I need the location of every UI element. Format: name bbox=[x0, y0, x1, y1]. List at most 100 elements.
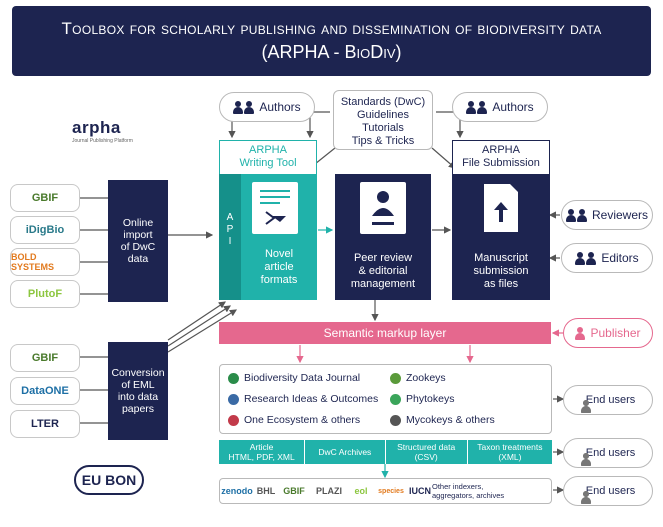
standards-line-1: Standards (DwC) bbox=[340, 96, 426, 108]
journal-bdj: Biodiversity Data Journal bbox=[228, 372, 360, 384]
journal-rio-label: Research Ideas & Outcomes bbox=[244, 393, 379, 405]
standards-line-3: Tutorials bbox=[362, 122, 404, 134]
file-submission-header: ARPHA File Submission bbox=[452, 140, 550, 174]
format-taxon-2: (XML) bbox=[498, 452, 522, 462]
editors-label: Editors bbox=[601, 251, 639, 265]
file-submission-title-1: ARPHA bbox=[482, 144, 520, 156]
zookeys-logo-icon bbox=[390, 372, 401, 384]
online-import-box: Online import of DwC data bbox=[108, 180, 168, 302]
phytokeys-logo-icon bbox=[390, 393, 401, 405]
standards-line-2: Guidelines bbox=[357, 109, 409, 121]
semantic-markup-layer: Semantic markup layer bbox=[219, 322, 551, 344]
conversion-line-3: into data bbox=[117, 391, 159, 403]
file-submission-caption-2: submission bbox=[473, 265, 529, 277]
file-submission-caption: Manuscript submission as files bbox=[452, 252, 550, 291]
writing-tool-caption: Novel article formats bbox=[243, 248, 315, 287]
writing-tool-title-1: ARPHA bbox=[249, 144, 287, 156]
end-users-pill-2: End users bbox=[563, 438, 653, 468]
peer-review-caption-1: Peer review bbox=[353, 252, 413, 264]
conversion-line-2: of EML bbox=[121, 379, 155, 391]
publisher-icon bbox=[575, 326, 586, 340]
conversion-line-4: papers bbox=[121, 403, 155, 415]
publisher-label: Publisher bbox=[590, 326, 641, 340]
format-structured-2: (CSV) bbox=[414, 452, 438, 462]
arpha-logo: arpha Journal Publishing Platform bbox=[72, 118, 162, 144]
format-structured-1: Structured data bbox=[397, 442, 456, 452]
format-taxon: Taxon treatments(XML) bbox=[466, 440, 552, 464]
authors-right-pill: Authors bbox=[452, 92, 548, 122]
journal-one-ecosystem: One Ecosystem & others bbox=[228, 414, 360, 426]
eol-logo: eol bbox=[354, 486, 368, 496]
journal-bdj-label: Biodiversity Data Journal bbox=[244, 372, 361, 384]
rio-logo-icon bbox=[228, 393, 239, 405]
journal-zookeys-label: Zookeys bbox=[406, 372, 446, 384]
eu-bon-logo: EU BON bbox=[74, 465, 144, 495]
peer-review-caption-3: management bbox=[350, 278, 416, 290]
end-users-pill-1: End users bbox=[563, 385, 653, 415]
editors-icon bbox=[575, 251, 597, 265]
peer-review-icon bbox=[360, 182, 406, 234]
online-import-line-2: import bbox=[123, 229, 153, 241]
format-structured: Structured data(CSV) bbox=[384, 440, 467, 464]
other-indexers: Other indexers, aggregators, archives bbox=[432, 482, 505, 500]
peer-review-caption-2: & editorial bbox=[358, 265, 408, 277]
file-upload-icon bbox=[480, 182, 522, 234]
bhl-logo: BHL bbox=[256, 486, 276, 496]
journal-mycokeys: Mycokeys & others bbox=[390, 414, 495, 426]
api-label: A P I bbox=[219, 174, 241, 300]
source-idigbio: iDigBio bbox=[10, 216, 80, 244]
arpha-logo-name: arpha bbox=[72, 118, 121, 137]
bdj-logo-icon bbox=[228, 372, 239, 384]
writing-tool-header: ARPHA Writing Tool bbox=[219, 140, 317, 174]
end-users-label-2: End users bbox=[585, 447, 636, 459]
publisher-pill: Publisher bbox=[563, 318, 653, 348]
end-users-label-3: End users bbox=[585, 485, 636, 497]
format-dwc-1: DwC Archives bbox=[318, 447, 372, 457]
one-ecosystem-logo-icon bbox=[228, 414, 239, 426]
end-users-label-1: End users bbox=[585, 394, 636, 406]
source-plutof: PlutoF bbox=[10, 280, 80, 308]
writing-tool-caption-2: article bbox=[264, 261, 294, 273]
writing-tool-doc-icon bbox=[252, 182, 298, 234]
title-banner: Toolbox for scholarly publishing and dis… bbox=[12, 6, 651, 76]
online-import-line-1: Online bbox=[122, 217, 154, 229]
journals-box bbox=[219, 364, 552, 434]
journal-mycokeys-label: Mycokeys & others bbox=[406, 414, 495, 426]
standards-line-4: Tips & Tricks bbox=[351, 135, 415, 147]
conversion-box: Conversion of EML into data papers bbox=[108, 342, 168, 440]
source-gbif-bottom: GBIF bbox=[10, 344, 80, 372]
journal-phytokeys-label: Phytokeys bbox=[406, 393, 455, 405]
gbif-logo: GBIF bbox=[283, 486, 305, 496]
title-line-1: Toolbox for scholarly publishing and dis… bbox=[61, 19, 602, 38]
peer-review-caption: Peer review & editorial management bbox=[335, 252, 431, 291]
zenodo-logo: zenodo bbox=[221, 486, 253, 496]
format-taxon-1: Taxon treatments bbox=[477, 442, 543, 452]
authors-right-label: Authors bbox=[492, 100, 534, 114]
journal-zookeys: Zookeys bbox=[390, 372, 446, 384]
plazi-logo: PLAZI bbox=[316, 486, 342, 496]
reviewers-label: Reviewers bbox=[591, 208, 648, 222]
end-users-pill-3: End users bbox=[563, 476, 653, 506]
reviewers-icon bbox=[565, 208, 587, 222]
editors-pill: Editors bbox=[561, 243, 653, 273]
iucn-logo: IUCN bbox=[409, 486, 431, 496]
source-bold: BOLD SYSTEMS bbox=[10, 248, 80, 276]
source-dataone: DataONE bbox=[10, 377, 80, 405]
species-logo: species bbox=[378, 487, 404, 495]
format-article-1: Article bbox=[249, 442, 274, 452]
file-submission-caption-1: Manuscript bbox=[474, 252, 528, 264]
arpha-logo-tagline: Journal Publishing Platform bbox=[72, 138, 133, 144]
file-submission-title-2: File Submission bbox=[462, 157, 540, 169]
mycokeys-logo-icon bbox=[390, 414, 401, 426]
online-import-line-3: of DwC bbox=[120, 241, 156, 253]
online-import-line-4: data bbox=[127, 253, 149, 265]
format-dwc: DwC Archives bbox=[304, 440, 384, 464]
reviewers-pill: Reviewers bbox=[561, 200, 653, 230]
source-gbif-top: GBIF bbox=[10, 184, 80, 212]
writing-tool-caption-3: formats bbox=[260, 274, 298, 286]
file-submission-caption-3: as files bbox=[483, 278, 519, 290]
authors-icon bbox=[233, 100, 255, 114]
